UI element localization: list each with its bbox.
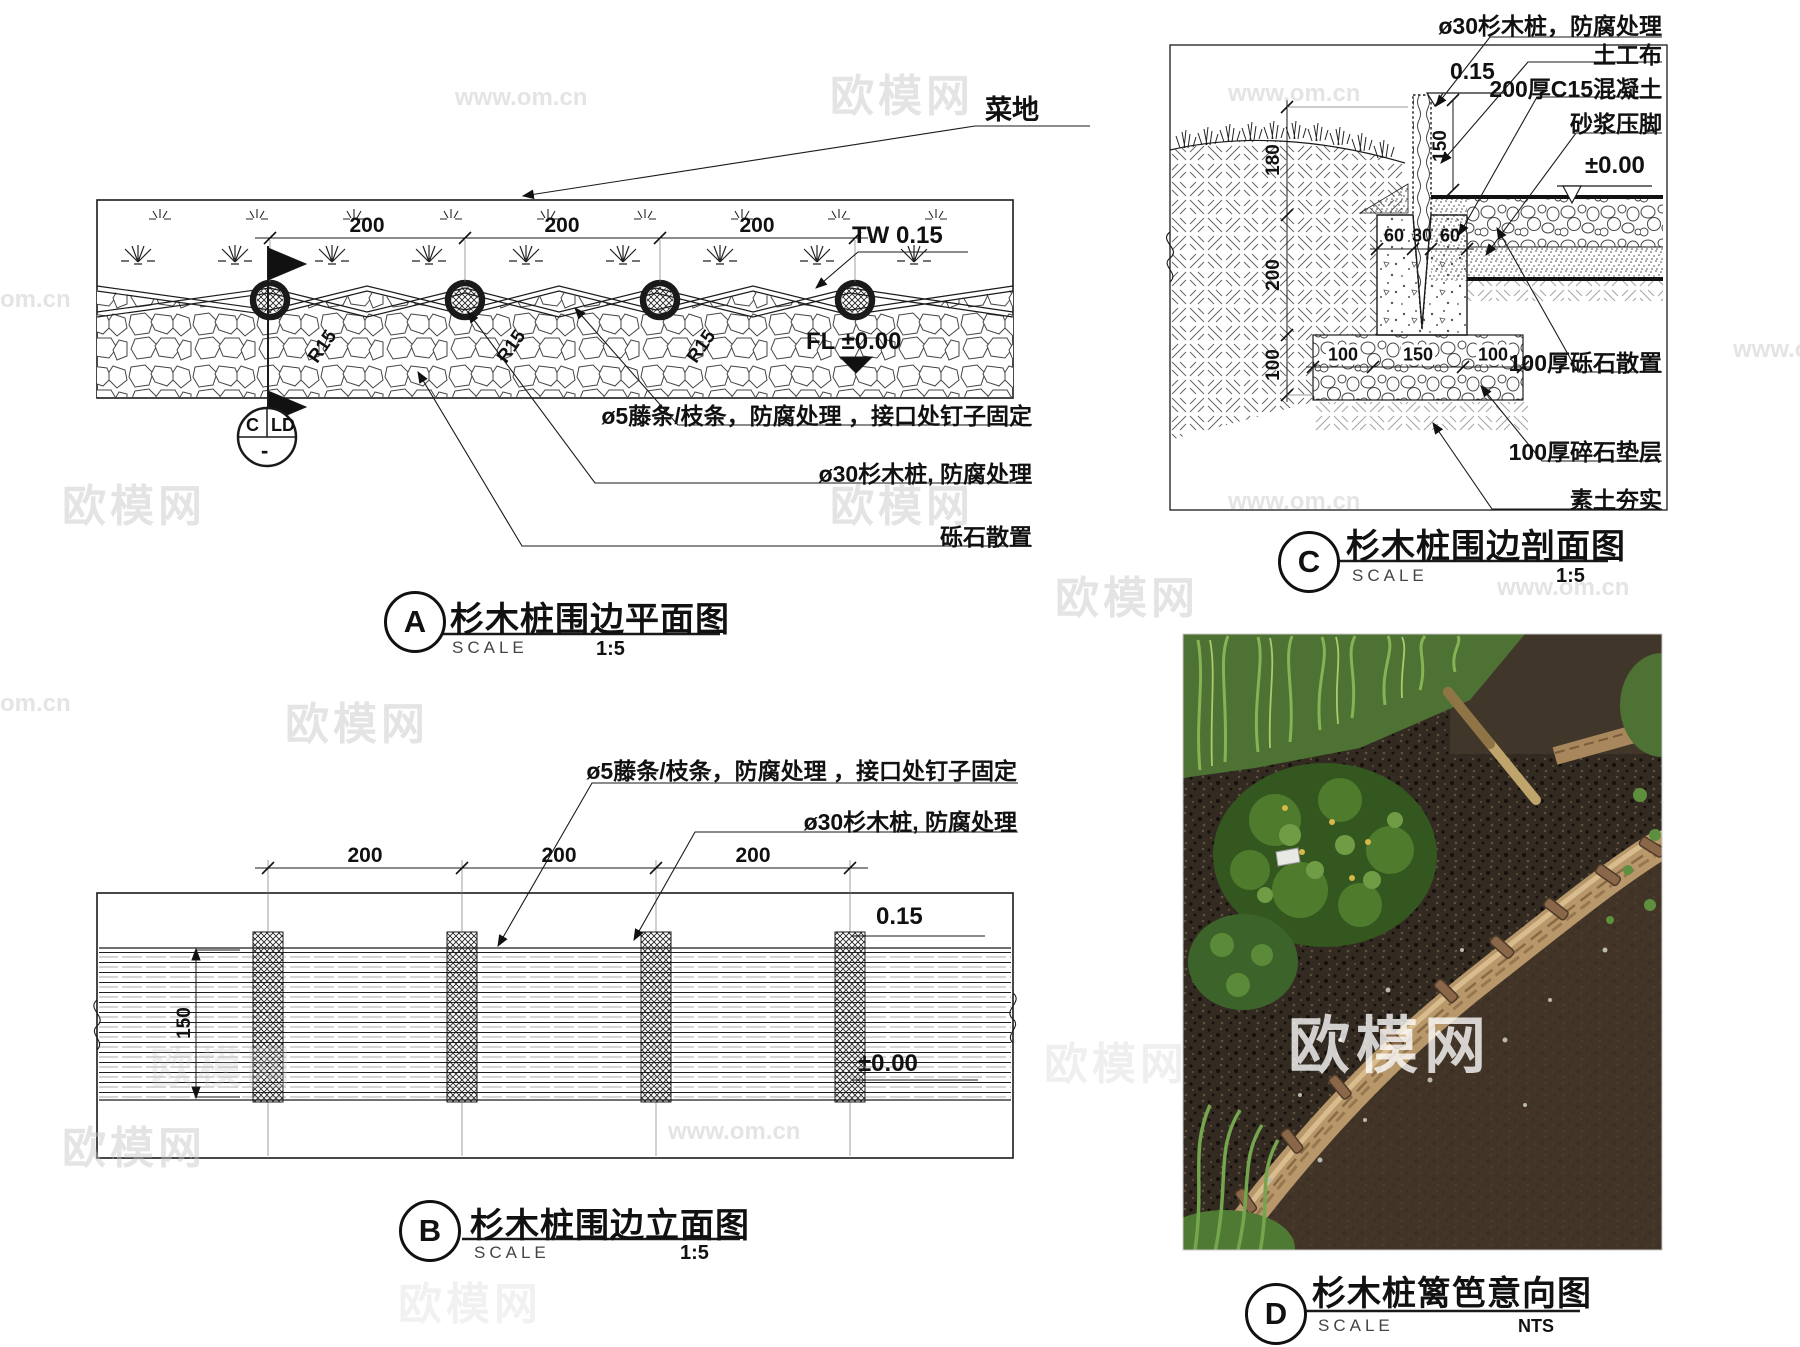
callout-vine: ø5藤条/枝条，防腐处理 ，接口处钉子固定 <box>601 403 1032 429</box>
watermark-brand: 欧模网 <box>830 482 974 531</box>
watermark-site: om.cn <box>0 690 71 717</box>
footing-dim: 60 <box>1383 225 1405 246</box>
pile-height-dim: 150 <box>1430 130 1451 162</box>
ref-letter: B <box>418 1213 442 1248</box>
reference-photo <box>1183 634 1662 1250</box>
watermark-site: www.o <box>1733 336 1800 363</box>
callout-vine: ø5藤条/枝条，防腐处理 ，接口处钉子固定 <box>586 758 1017 784</box>
title-d: 杉木桩篱笆意向图 <box>1312 1275 1592 1313</box>
watermark-brand: 欧模网 <box>830 72 974 121</box>
plan-dim-line <box>255 231 868 282</box>
spacing-dim: 200 <box>739 214 775 237</box>
depth-dim: 200 <box>1263 259 1284 291</box>
title-b: 杉木桩围边立面图 <box>470 1207 750 1245</box>
elevation-b-linework <box>93 782 1018 1241</box>
spacing-dim: 200 <box>541 844 577 867</box>
ref-letter: C <box>1297 544 1321 579</box>
scale-value-a: 1:5 <box>596 638 625 660</box>
scale-label-c: SCALE <box>1352 566 1428 585</box>
watermark-brand: 欧模网 <box>1055 574 1199 623</box>
section-marker-sheet: LD <box>271 415 295 435</box>
callout-soil: 素土夯实 <box>1570 487 1662 513</box>
title-a: 杉木桩围边平面图 <box>450 601 730 639</box>
section-cut-marker <box>236 246 308 468</box>
grass-symbols <box>120 208 948 265</box>
scale-value-b: 1:5 <box>680 1242 709 1264</box>
watermark-site: om.cn <box>0 286 71 313</box>
callout-geotextile: 土工布 <box>1593 42 1662 68</box>
top-level-label: 0.15 <box>876 903 923 930</box>
section-marker-detail: C <box>246 415 259 435</box>
area-label: 菜地 <box>985 95 1039 125</box>
watermark-site: www.om.cn <box>668 1118 801 1145</box>
tw-leader-line <box>815 251 968 289</box>
depth-dim-chain <box>1280 100 1408 402</box>
callout-pile: ø30杉木桩, 防腐处理 <box>818 461 1032 487</box>
mortar-wedge <box>1358 183 1409 214</box>
callout-pile: ø30杉木桩, 防腐处理 <box>803 809 1017 835</box>
pile-circles <box>249 279 876 321</box>
watermark-brand: 欧模网 <box>62 1124 206 1173</box>
callout-mortar: 砂浆压脚 <box>1570 111 1662 137</box>
fl-level-mark <box>838 356 874 374</box>
height-dim-label: 150 <box>174 1007 195 1039</box>
pavement <box>1431 195 1663 281</box>
gravel-band <box>97 290 1013 397</box>
watermark-brand: 欧模网 <box>62 482 206 531</box>
watermark-brand-photo: 欧模网 <box>1288 1012 1493 1081</box>
watermark-brand: 欧模网 <box>1044 1040 1188 1089</box>
spacing-dim: 200 <box>349 214 385 237</box>
watermark-site: www.om.cn <box>1497 574 1630 601</box>
scale-label-d: SCALE <box>1318 1316 1394 1335</box>
spacing-dim: 200 <box>347 844 383 867</box>
ref-letter: A <box>403 604 427 639</box>
zero-level-label: ±0.00 <box>858 1050 918 1077</box>
plan-a-linework <box>96 125 1090 636</box>
watermark-site: www.om.cn <box>455 84 588 111</box>
footing-dim: 30 <box>1411 225 1433 246</box>
title-c: 杉木桩围边剖面图 <box>1346 528 1626 566</box>
watermark-site: www.om.cn <box>1228 488 1361 515</box>
tw-level-label: TW 0.15 <box>852 222 943 249</box>
scale-label-b: SCALE <box>474 1243 550 1262</box>
scale-label-a: SCALE <box>452 638 528 657</box>
scale-value-c: 1:5 <box>1556 565 1585 587</box>
section-c-linework <box>1166 36 1668 563</box>
zero-level-mark <box>1557 185 1652 205</box>
spacing-dim: 200 <box>544 214 580 237</box>
cushion-dim: 100 <box>1475 344 1511 365</box>
watermark-site: www.om.cn <box>1228 80 1361 107</box>
footing-dim: 60 <box>1439 225 1461 246</box>
callout-gravel: 砾石散置 <box>940 524 1032 550</box>
zero-level-label: ±0.00 <box>1585 152 1645 179</box>
cushion-dim: 100 <box>1325 344 1361 365</box>
callout-pile: ø30杉木桩，防腐处理 <box>1438 13 1662 39</box>
callout-concrete: 200厚C15混凝土 <box>1489 76 1662 102</box>
top-level-label: 0.15 <box>1450 58 1495 84</box>
depth-dim: 100 <box>1263 349 1284 381</box>
watermark-brand: 欧模网 <box>285 700 429 749</box>
watermark-brand: 欧模网 <box>150 1044 294 1093</box>
woven-logs <box>99 948 1011 1100</box>
section-marker-bottom: - <box>261 438 269 463</box>
detail-ref-b: B <box>399 1200 461 1262</box>
callout-gravel-top: 100厚砾石散置 <box>1508 350 1662 376</box>
ref-letter: D <box>1264 1296 1288 1331</box>
spacing-dim: 200 <box>735 844 771 867</box>
det ail-ref-d: D <box>1245 1283 1307 1345</box>
detail-ref-a: A <box>384 591 446 653</box>
field-leader-line <box>521 125 1090 200</box>
cushion-dim: 150 <box>1400 344 1436 365</box>
scale-value-d: NTS <box>1518 1316 1554 1336</box>
height-dim <box>191 947 240 1100</box>
depth-dim: 180 <box>1263 144 1284 176</box>
detail-ref-c: C <box>1278 531 1340 593</box>
callout-cushion: 100厚碎石垫层 <box>1508 439 1662 465</box>
fl-level-label: FL ±0.00 <box>806 328 902 355</box>
watermark-brand: 欧模网 <box>398 1280 542 1329</box>
